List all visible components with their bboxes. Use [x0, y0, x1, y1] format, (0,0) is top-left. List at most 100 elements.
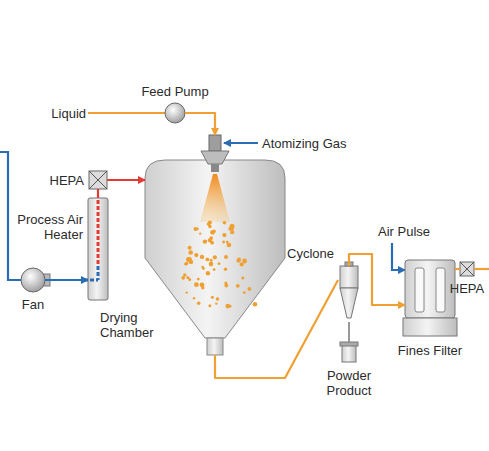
- droplet: [213, 268, 216, 271]
- droplet: [206, 258, 210, 262]
- fan: Fan: [21, 268, 45, 292]
- cyclone-cone: [340, 288, 358, 318]
- heater-body: [88, 198, 108, 300]
- droplet: [212, 230, 215, 233]
- droplet: [236, 284, 240, 288]
- hot-air-duct: [97, 189, 99, 198]
- fines-filter-base: [403, 318, 457, 336]
- equipment-label: Feed Pump: [141, 84, 208, 99]
- equipment-label: Fines Filter: [398, 343, 462, 358]
- droplet: [194, 253, 198, 257]
- flow-label: Atomizing Gas: [262, 136, 347, 151]
- equipment-label: Process Air Heater: [11, 212, 83, 242]
- droplets: [181, 221, 257, 309]
- exhaust-line: [474, 268, 489, 270]
- filter-element: [436, 268, 445, 312]
- flow-label: Liquid: [51, 106, 86, 121]
- equipment-label: Powder Product: [317, 368, 381, 398]
- droplet: [213, 255, 217, 259]
- cyclone: Cyclone: [338, 266, 360, 322]
- drying-chamber: Drying Chamber: [145, 135, 285, 355]
- equipment-label: Fan: [22, 297, 44, 312]
- droplet: [224, 255, 228, 259]
- droplet: [186, 257, 191, 262]
- hepa-box: [89, 171, 107, 189]
- filter-element: [415, 268, 424, 312]
- droplet: [185, 262, 188, 265]
- powder-lid: [340, 342, 358, 346]
- fines-filter: Fines Filter: [405, 260, 455, 336]
- droplet: [215, 302, 217, 304]
- hepa-cross: [89, 171, 107, 189]
- flow-label: Air Pulse: [378, 224, 430, 239]
- droplet: [227, 243, 232, 248]
- droplet: [186, 291, 188, 293]
- heater-hot-line: [97, 200, 100, 264]
- droplet: [197, 301, 201, 305]
- hepa-box: [460, 262, 474, 276]
- droplet: [208, 221, 212, 225]
- equipment-label: Drying Chamber: [100, 310, 166, 340]
- droplet: [209, 262, 214, 267]
- powder-container: [342, 345, 356, 362]
- exhaust-line: [349, 254, 405, 305]
- droplet: [242, 259, 247, 264]
- droplet: [208, 225, 212, 229]
- equipment-label: HEPA: [50, 173, 84, 188]
- equipment-label: Cyclone: [287, 246, 334, 261]
- droplet: [230, 230, 234, 234]
- droplet: [196, 228, 199, 231]
- droplet: [200, 255, 204, 259]
- fines-filter-housing: [405, 260, 455, 318]
- droplet: [224, 268, 227, 271]
- droplet: [240, 262, 244, 266]
- product-line: [215, 280, 338, 378]
- droplet: [218, 262, 221, 265]
- droplet: [208, 304, 211, 307]
- droplet: [241, 277, 244, 280]
- hot-air-duct: [107, 179, 145, 181]
- powder-drop: [348, 322, 350, 342]
- droplet: [183, 273, 186, 276]
- droplet: [231, 227, 234, 230]
- drying-chamber-body: [145, 160, 285, 338]
- droplet: [222, 241, 225, 244]
- droplet: [210, 230, 215, 235]
- hepa-filter: HEPA: [460, 262, 474, 276]
- chamber-outlet: [207, 338, 223, 355]
- air-duct: [45, 279, 88, 281]
- droplet: [199, 232, 201, 234]
- droplet: [193, 297, 195, 299]
- droplet: [206, 271, 210, 275]
- air-heater: Process Air Heater: [88, 198, 108, 300]
- droplet: [216, 297, 219, 300]
- droplet: [188, 278, 191, 281]
- exhaust-line: [455, 268, 460, 270]
- heater-cold-line: [97, 266, 100, 280]
- equipment-label: HEPA: [450, 281, 484, 296]
- atomizer-cap: [201, 151, 229, 164]
- droplet: [188, 250, 193, 255]
- droplet: [194, 282, 199, 287]
- droplet: [222, 233, 226, 237]
- hepa-filter: HEPA: [89, 171, 107, 189]
- droplet: [208, 238, 212, 242]
- hepa-cross: [460, 262, 474, 276]
- liquid-line: [88, 112, 165, 114]
- droplet: [197, 278, 200, 281]
- air-pulse-line: [392, 243, 405, 270]
- droplet: [210, 259, 213, 262]
- droplet: [224, 281, 227, 284]
- fan-symbol: [21, 268, 45, 292]
- droplet: [229, 305, 232, 308]
- droplet: [203, 239, 207, 243]
- cyclone-body: [340, 266, 358, 288]
- droplet: [237, 258, 241, 262]
- droplet: [188, 246, 192, 250]
- droplet: [201, 266, 203, 268]
- droplet: [248, 287, 252, 291]
- droplet: [253, 302, 258, 307]
- atomizer-tip: [211, 164, 219, 172]
- pump: Feed Pump: [165, 103, 185, 123]
- droplet: [211, 296, 214, 299]
